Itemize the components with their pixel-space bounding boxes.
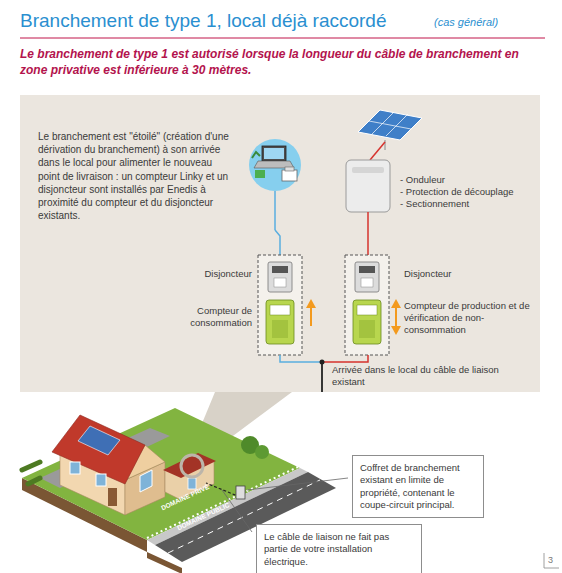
part-label: Arrivée dans le local du câble de liaiso…	[332, 364, 512, 388]
title-note: (cas général)	[434, 16, 498, 30]
callout-box: Le câble de liaison ne fait pas partie d…	[256, 524, 422, 573]
direction-arrow	[306, 299, 316, 308]
part-label: Disjoncteur	[186, 268, 252, 280]
part-label: - Sectionnement	[400, 198, 535, 210]
solar-panel	[358, 110, 422, 150]
direction-arrow	[391, 299, 401, 308]
panel-ground	[20, 95, 540, 392]
page-title: Branchement de type 1, local déjà raccor…	[20, 9, 387, 33]
callout-box: Coffret de branchement existant en limit…	[352, 455, 484, 518]
incoming-cable	[321, 362, 323, 392]
panel-text: Le branchement est "étoilé" (création d'…	[38, 130, 230, 222]
callout-text: Le câble de liaison ne fait pas partie d…	[264, 531, 414, 568]
production-set	[345, 255, 389, 355]
part-label: Compteur de production et de vérificatio…	[404, 300, 532, 336]
description-panel: Le branchement est "étoilé" (création d'…	[20, 95, 540, 392]
page-number: 3	[548, 555, 553, 566]
blue-wire	[275, 230, 280, 255]
page-corner	[544, 553, 559, 568]
title-rule	[20, 38, 545, 39]
callout-text: Coffret de branchement existant en limit…	[360, 462, 476, 511]
part-label: Compteur de consommation	[186, 305, 252, 329]
leader-line	[222, 490, 252, 532]
appliance-icon	[249, 139, 301, 191]
consumption-set	[258, 255, 302, 355]
leader-line	[247, 478, 348, 490]
zoom-ring	[181, 455, 203, 477]
part-label: Disjoncteur	[404, 268, 524, 280]
coffret-symbol	[236, 486, 245, 499]
red-wire	[367, 212, 369, 255]
intro-text: Le branchement de type 1 est autorisé lo…	[20, 47, 545, 78]
part-label: - Onduleur	[400, 174, 535, 186]
inverter-box	[346, 160, 390, 212]
direction-arrow	[391, 326, 401, 335]
part-label: - Protection de découplage	[400, 186, 535, 198]
